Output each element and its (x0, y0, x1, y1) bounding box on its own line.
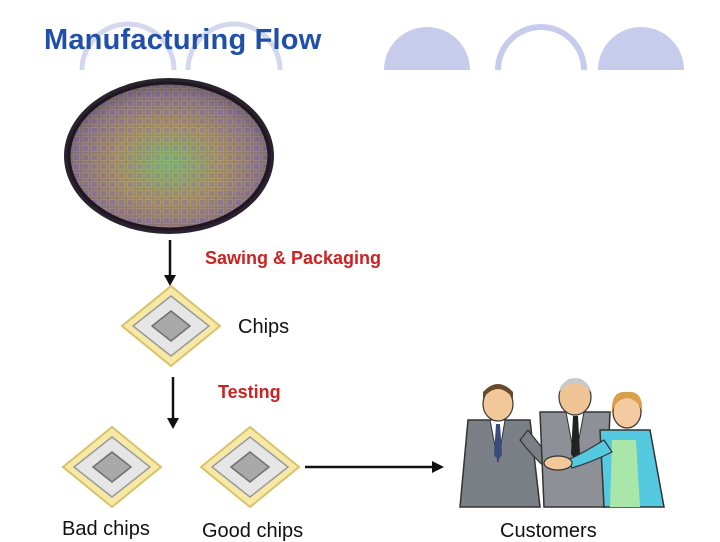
chip-icon (120, 284, 222, 368)
handshake-hands (543, 455, 573, 471)
header-decoration (79, 21, 684, 71)
label-customers: Customers (500, 520, 597, 542)
deco-circle-5 (598, 27, 684, 70)
label-bad-chips: Bad chips (62, 518, 150, 540)
arrow-good-to-customers (305, 461, 444, 473)
deco-circle-4 (495, 24, 587, 71)
bad-chip-icon (61, 425, 163, 509)
wafer-icon (64, 78, 274, 234)
handshake-people-icon (459, 378, 665, 508)
step-label-testing: Testing (218, 382, 281, 402)
person-right (567, 391, 665, 508)
slide-title: Manufacturing Flow (44, 24, 322, 56)
good-chip-icon (199, 425, 301, 509)
arrow-chip-to-test (167, 377, 179, 429)
deco-circle-3 (384, 27, 470, 70)
label-chips: Chips (238, 316, 290, 338)
arrow-wafer-to-chip (164, 240, 176, 286)
deco-circle-2 (185, 21, 283, 71)
deco-circle-1 (79, 21, 177, 71)
step-label-sawing: Sawing & Packaging (205, 248, 382, 268)
label-good-chips: Good chips (202, 520, 304, 542)
